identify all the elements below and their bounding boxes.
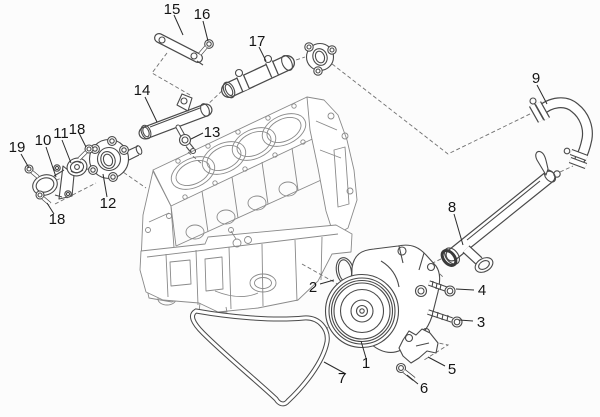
bolt-part-18-lower xyxy=(35,190,52,206)
callout-18-upper: 18 xyxy=(69,121,86,138)
bolt-part-6 xyxy=(395,362,416,381)
pipe-stay-bracket-part-15 xyxy=(154,33,204,66)
callout-2: 2 xyxy=(309,279,317,296)
leader-lines xyxy=(20,14,548,385)
coolant-pipe-part-8 xyxy=(440,150,561,273)
callout-1: 1 xyxy=(362,355,370,372)
callout-14: 14 xyxy=(134,82,151,99)
callout-12: 12 xyxy=(100,195,117,212)
coolant-hose-part-9 xyxy=(528,97,593,170)
callout-16: 16 xyxy=(194,6,211,23)
callout-labels: 1 2 3 4 5 6 7 8 9 10 11 12 13 14 15 16 1… xyxy=(9,1,541,397)
callout-3: 3 xyxy=(477,314,485,331)
bolt-part-16 xyxy=(198,39,214,56)
support-bracket-part xyxy=(398,328,439,364)
thermostat-part-11 xyxy=(66,157,88,177)
thermostat-housing-part-12 xyxy=(88,136,143,182)
engine-block-illustration xyxy=(139,96,358,313)
bolt-part-4 xyxy=(428,280,456,297)
callout-19: 19 xyxy=(9,139,26,156)
callout-10: 10 xyxy=(35,132,52,149)
cylinder-bores xyxy=(170,113,307,190)
drive-belt-part xyxy=(190,308,330,407)
bolt-part-19 xyxy=(24,164,40,179)
water-outlet-flange xyxy=(304,42,337,76)
water-pump-part xyxy=(324,244,441,353)
pump-pulley xyxy=(324,273,400,349)
callout-13: 13 xyxy=(204,124,221,141)
callout-15: 15 xyxy=(164,1,181,18)
callout-11: 11 xyxy=(53,125,69,142)
hose-with-clamps-part-17 xyxy=(221,54,295,99)
callout-9: 9 xyxy=(532,70,540,87)
callout-17: 17 xyxy=(249,33,266,50)
metal-coolant-pipe-part-14 xyxy=(138,93,213,140)
temperature-sensor-part-13 xyxy=(175,124,197,155)
deck-bolt-holes xyxy=(175,103,306,200)
callout-8: 8 xyxy=(448,199,456,216)
callout-5: 5 xyxy=(448,361,456,378)
bolt-part-3 xyxy=(427,309,463,328)
callout-18-lower: 18 xyxy=(49,211,66,228)
callout-4: 4 xyxy=(478,282,486,299)
callout-7: 7 xyxy=(338,370,346,387)
callout-6: 6 xyxy=(420,380,428,397)
bolt-part-18-upper xyxy=(77,144,94,161)
